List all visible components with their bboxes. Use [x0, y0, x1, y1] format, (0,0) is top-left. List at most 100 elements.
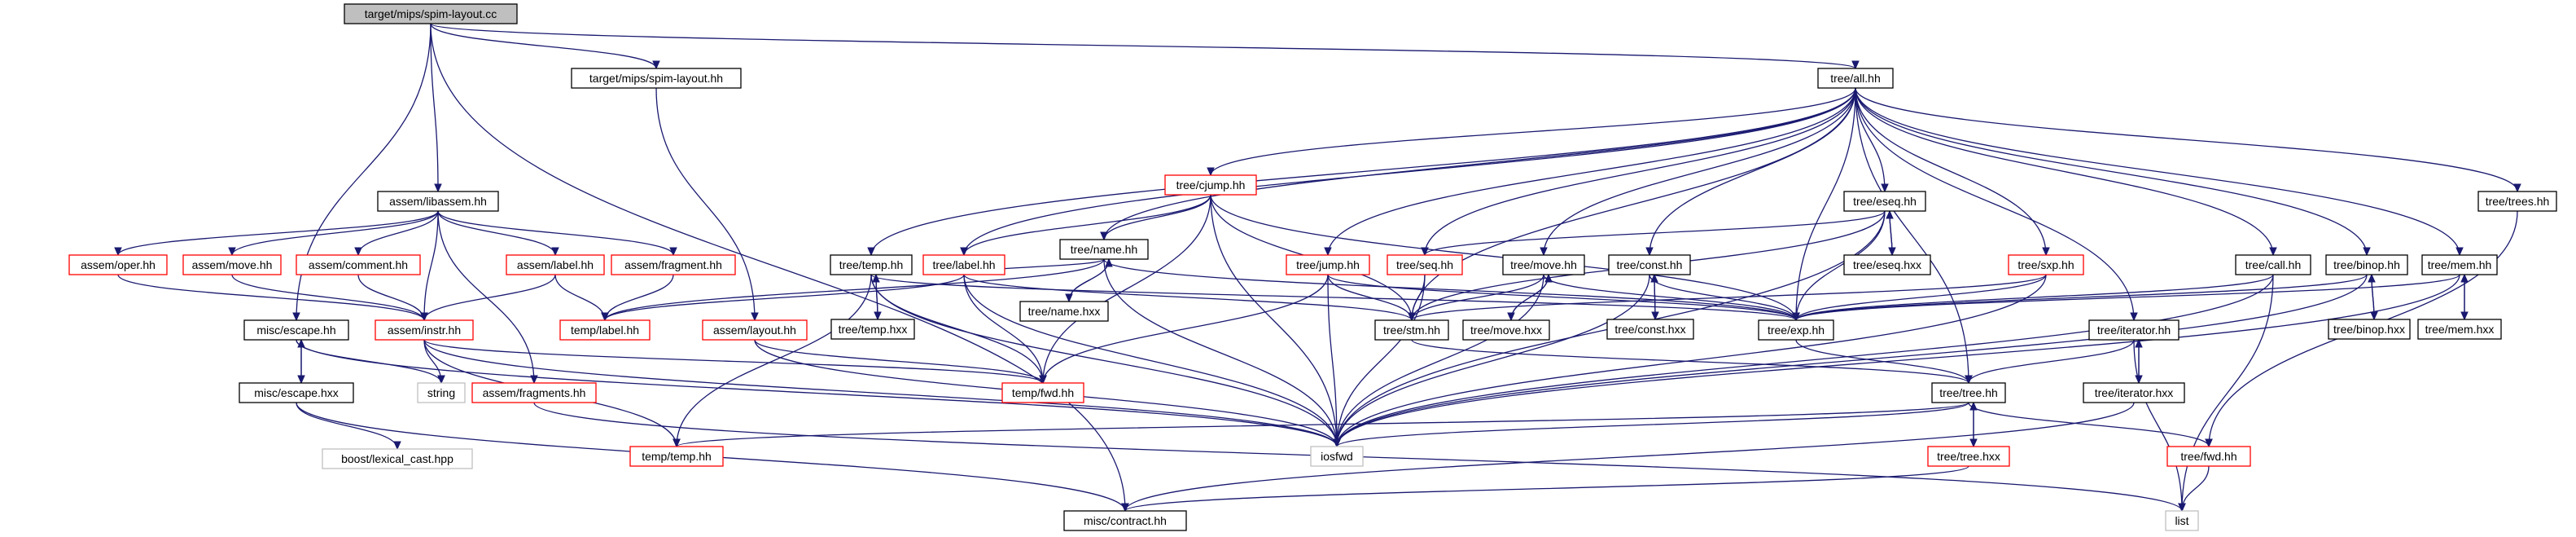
node-misc-escape-hxx[interactable]: misc/escape.hxx [239, 382, 354, 403]
node-tree-tree[interactable]: tree/tree.hh [1931, 382, 2006, 403]
node-tree-name-hxx[interactable]: tree/name.hxx [1019, 301, 1109, 322]
node-tree-binop-hxx[interactable]: tree/binop.hxx [2328, 319, 2411, 340]
edge-arrowhead [672, 438, 681, 448]
node-spim-layout-hh[interactable]: target/mips/spim-layout.hh [571, 68, 742, 89]
node-label: assem/fragments.hh [483, 386, 586, 399]
node-temp-temp[interactable]: temp/temp.hh [629, 446, 724, 467]
node-tree-name[interactable]: tree/name.hh [1059, 239, 1149, 260]
edge-arrowhead [434, 183, 442, 193]
node-label: tree/const.hh [1617, 258, 1683, 271]
node-tree-move[interactable]: tree/move.hh [1502, 254, 1585, 275]
node-box [2325, 254, 2408, 275]
node-tree-exp[interactable]: tree/exp.hh [1758, 319, 1834, 341]
node-temp-label[interactable]: temp/label.hh [559, 319, 651, 341]
node-assem-fragments[interactable]: assem/fragments.hh [471, 382, 597, 403]
node-tree-stm[interactable]: tree/stm.hh [1374, 319, 1449, 341]
node-label: tree/seq.hh [1396, 258, 1453, 271]
edge-tree-temp-to-tree-exp [870, 274, 1797, 321]
edge-assem-libassem-to-assem-instr [423, 210, 439, 321]
edge-arrowhead [2178, 503, 2186, 513]
edge-tree-all-to-tree-name [1103, 87, 1856, 240]
node-tree-move-hxx[interactable]: tree/move.hxx [1462, 319, 1550, 341]
node-label: tree/move.hxx [1470, 324, 1542, 337]
node-tree-cjump[interactable]: tree/cjump.hh [1164, 174, 1257, 196]
node-temp-fwd[interactable]: temp/fwd.hh [1001, 382, 1084, 403]
edge-tree-name-to-tree-exp [1103, 258, 1797, 321]
edge-arrowhead [297, 338, 305, 348]
node-tree-binop[interactable]: tree/binop.hh [2325, 254, 2408, 275]
node-label: tree/name.hxx [1028, 305, 1101, 318]
node-label: tree/jump.hh [1296, 258, 1360, 271]
edge-arrowhead [1645, 247, 1654, 257]
edge-arrowhead [1105, 257, 1113, 267]
node-tree-temp[interactable]: tree/temp.hh [830, 254, 913, 275]
node-tree-all[interactable]: tree/all.hh [1817, 68, 1894, 89]
edge-tree-eseq-to-tree-exp [1795, 210, 1886, 321]
edge-arrowhead [872, 273, 880, 283]
node-spim-layout-cc[interactable]: target/mips/spim-layout.cc [344, 3, 518, 24]
edge-arrowhead [2130, 312, 2138, 322]
node-misc-contract[interactable]: misc/contract.hh [1063, 510, 1187, 531]
node-tree-temp-hxx[interactable]: tree/temp.hxx [830, 319, 915, 340]
node-tree-const[interactable]: tree/const.hh [1608, 254, 1691, 275]
node-tree-sxp[interactable]: tree/sxp.hh [2008, 254, 2084, 275]
node-label: tree/const.hxx [1614, 323, 1685, 336]
node-label: tree/mem.hxx [2425, 323, 2495, 336]
node-tree-iterator[interactable]: tree/iterator.hh [2088, 319, 2180, 341]
node-box [2008, 254, 2084, 275]
node-assem-move[interactable]: assem/move.hh [182, 254, 282, 275]
edge-spim-layout-cc-to-spim-layout-hh [430, 23, 657, 69]
edge-tree-jump-to-temp-fwd [1042, 274, 1329, 384]
node-assem-comment[interactable]: assem/comment.hh [296, 254, 421, 275]
node-tree-jump[interactable]: tree/jump.hh [1286, 254, 1370, 275]
node-tree-trees[interactable]: tree/trees.hh [2477, 191, 2557, 212]
node-label: temp/fwd.hh [1012, 386, 1074, 399]
node-assem-label[interactable]: assem/label.hh [506, 254, 605, 275]
node-box [1758, 319, 1834, 341]
node-tree-eseq-hxx[interactable]: tree/eseq.hxx [1843, 254, 1931, 275]
node-iosfwd: iosfwd [1310, 446, 1364, 467]
edge-assem-libassem-to-assem-oper [117, 210, 439, 256]
node-tree-iterator-hxx[interactable]: tree/iterator.hxx [2083, 382, 2185, 403]
node-label: misc/escape.hh [256, 324, 335, 337]
node-tree-call[interactable]: tree/call.hh [2235, 254, 2311, 275]
edge-tree-label-to-iosfwd [963, 274, 1338, 447]
edge-tree-sxp-to-iosfwd [1336, 274, 2047, 447]
node-box [2417, 319, 2502, 340]
node-label: assem/instr.hh [388, 324, 461, 337]
node-label: tree/fwd.hh [2180, 450, 2236, 463]
node-assem-instr[interactable]: assem/instr.hh [375, 319, 474, 341]
edge-arrowhead [2456, 247, 2464, 257]
edge-arrowhead [1544, 273, 1553, 283]
node-box [1843, 191, 1926, 212]
node-tree-mem[interactable]: tree/mem.hh [2421, 254, 2498, 275]
node-assem-libassem[interactable]: assem/libassem.hh [377, 191, 499, 212]
node-assem-fragment[interactable]: assem/fragment.hh [611, 254, 736, 275]
node-tree-tree-hxx[interactable]: tree/tree.hxx [1927, 446, 2010, 467]
node-tree-label[interactable]: tree/label.hh [922, 254, 1005, 275]
edge-arrowhead [292, 312, 300, 322]
node-tree-eseq[interactable]: tree/eseq.hh [1843, 191, 1926, 212]
node-box [506, 254, 605, 275]
node-box [1817, 68, 1894, 89]
node-tree-fwd[interactable]: tree/fwd.hh [2166, 446, 2251, 467]
node-tree-const-hxx[interactable]: tree/const.hxx [1606, 319, 1694, 340]
edge-arrowhead [1121, 503, 1129, 513]
node-tree-seq[interactable]: tree/seq.hh [1387, 254, 1463, 275]
edge-tree-label-to-temp-fwd [963, 274, 1044, 384]
node-label: assem/libassem.hh [389, 195, 487, 208]
edge-arrowhead [1881, 183, 1889, 193]
node-box [830, 254, 913, 275]
node-label: misc/contract.hh [1084, 514, 1167, 527]
edge-tree-jump-to-tree-exp [1327, 274, 1797, 321]
edge-tree-tree-to-tree-fwd [1968, 402, 2210, 447]
node-box [68, 254, 168, 275]
node-box [1059, 239, 1149, 260]
node-tree-mem-hxx[interactable]: tree/mem.hxx [2417, 319, 2502, 340]
node-assem-layout[interactable]: assem/layout.hh [702, 319, 808, 341]
node-box [702, 319, 808, 341]
node-misc-escape-hh[interactable]: misc/escape.hh [243, 319, 349, 341]
node-assem-oper[interactable]: assem/oper.hh [68, 254, 168, 275]
edge-arrowhead [393, 441, 401, 451]
edge-tree-all-to-tree-move [1543, 87, 1856, 256]
